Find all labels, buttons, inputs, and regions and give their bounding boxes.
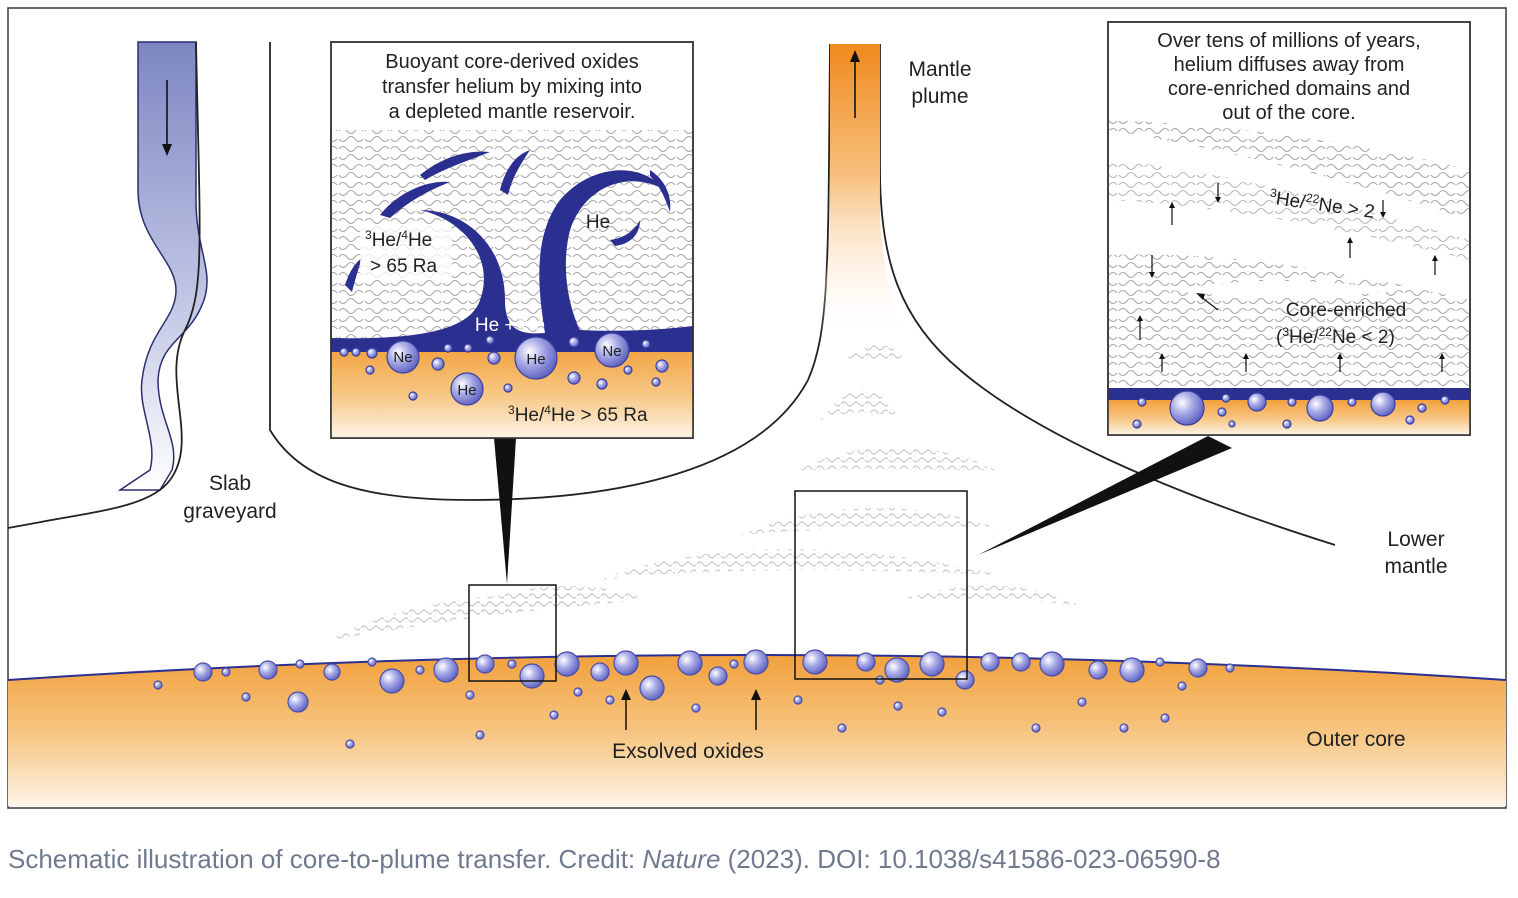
plume-right-boundary xyxy=(879,44,1336,546)
left-ratio-label: 3He/4He > 65 Ra xyxy=(360,226,452,278)
zoom-box-right xyxy=(794,490,968,680)
upper-left-boundary xyxy=(7,41,201,529)
label-lower: Lower xyxy=(1387,528,1444,551)
right-inset-line-4: out of the core. xyxy=(1222,102,1355,124)
svg-text:> 65 Ra: > 65 Ra xyxy=(370,256,438,277)
mantle-plume xyxy=(810,44,905,340)
right-inset xyxy=(1107,21,1471,436)
left-inset-line-1: Buoyant core-derived oxides xyxy=(385,51,638,73)
figure-caption: Schematic illustration of core-to-plume … xyxy=(8,844,1513,875)
label-plume: plume xyxy=(911,85,968,108)
caption-suffix: (2023). DOI: 10.1038/s41586-023-06590-8 xyxy=(720,844,1221,874)
label-exsolved-oxides: Exsolved oxides xyxy=(612,740,764,763)
right-ratio-lower: (3He/22Ne < 2) xyxy=(1276,325,1395,348)
right-inset-line-2: helium diffuses away from xyxy=(1174,54,1405,76)
oxide-arrowhead-right-icon xyxy=(751,689,761,700)
mixing-swirls xyxy=(330,345,1080,640)
label-outer-core: Outer core xyxy=(1306,728,1405,751)
oxide-arrowhead-left-icon xyxy=(621,689,631,700)
caption-prefix: Schematic illustration of core-to-plume … xyxy=(8,844,643,874)
outer-core xyxy=(8,655,1506,806)
plume-arrowhead-icon xyxy=(850,50,860,62)
bubble-he-1: He xyxy=(526,351,545,368)
left-inset-line-3: a depleted mantle reservoir. xyxy=(389,101,636,123)
bubble-ne-1: Ne xyxy=(393,349,412,366)
plume-left-boundary xyxy=(269,42,831,501)
label-graveyard: graveyard xyxy=(183,500,276,523)
left-ratio-bottom: 3He/4He > 65 Ra xyxy=(508,403,648,426)
label-lower-mantle: mantle xyxy=(1384,555,1447,578)
label-slab: Slab xyxy=(209,472,251,495)
right-callout-pointer xyxy=(978,436,1232,555)
bubble-ne-2: Ne xyxy=(602,343,621,360)
left-inset-line-2: transfer helium by mixing into xyxy=(382,76,642,98)
zoom-box-left xyxy=(468,584,557,682)
bubble-he-2: He xyxy=(457,382,476,399)
left-callout-pointer xyxy=(494,438,516,584)
right-inset-line-3: core-enriched domains and xyxy=(1168,78,1410,100)
label-core-enriched: Core-enriched xyxy=(1286,300,1406,321)
slab-arrowhead-icon xyxy=(162,144,172,156)
label-he-ne: He + Ne xyxy=(475,315,545,336)
exsolved-oxide-bubbles xyxy=(153,649,1235,749)
label-mantle: Mantle xyxy=(908,58,971,81)
right-inset-line-1: Over tens of millions of years, xyxy=(1157,30,1420,52)
caption-journal: Nature xyxy=(642,844,721,874)
svg-text:3He/4He: 3He/4He xyxy=(365,228,432,251)
label-he: He xyxy=(586,212,610,233)
